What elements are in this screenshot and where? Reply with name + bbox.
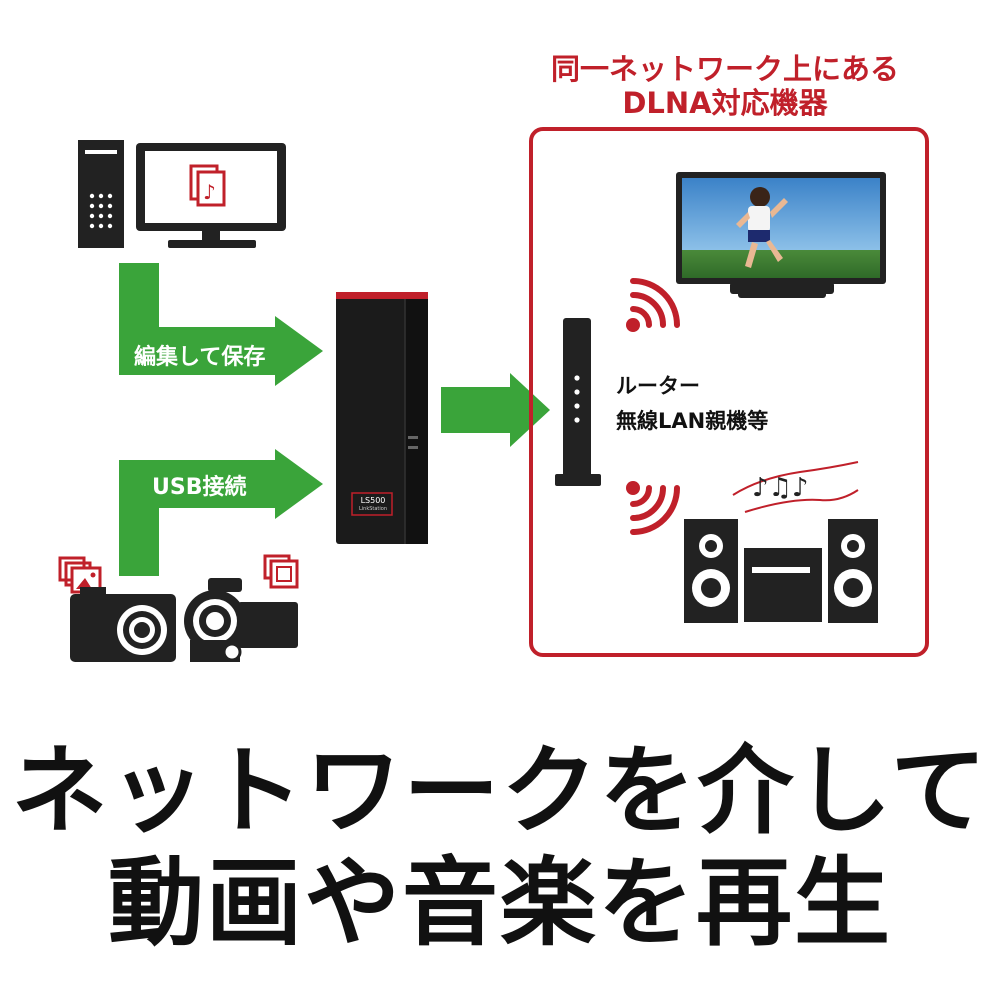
- music-file-icon: ♪: [189, 164, 226, 207]
- arrow-nas-router: [441, 373, 550, 447]
- video-files-icon: [263, 554, 299, 589]
- wifi-signal-icon: [626, 278, 680, 332]
- arrow-usb: [119, 449, 323, 576]
- stereo-system-icon: [684, 519, 878, 623]
- svg-text:♪♫♪: ♪♫♪: [752, 473, 809, 503]
- photo-files-icon: [58, 556, 102, 594]
- router-icon: [555, 318, 601, 486]
- diagram-graphics: ♪: [58, 127, 929, 662]
- dlna-caption-line1: 同一ネットワーク上にある: [550, 52, 899, 86]
- nas-model-label: LS500: [360, 496, 386, 505]
- wifi-signal-icon: [626, 481, 680, 535]
- nas-brand-label: LinkStation: [358, 506, 387, 512]
- music-notes-icon: ♪♫♪: [732, 461, 859, 513]
- headline-line1: ネットワークを介して: [11, 735, 989, 847]
- pc-tower-icon: [78, 140, 124, 248]
- dlna-caption-line2: DLNA対応機器: [622, 86, 828, 120]
- arrow-label-edit-save: 編集して保存: [134, 345, 266, 370]
- nas-device: [336, 292, 428, 544]
- dlna-devices-box: [529, 127, 929, 657]
- router-label-line2: 無線LAN親機等: [616, 409, 769, 433]
- svg-text:♪: ♪: [203, 180, 216, 204]
- arrow-label-usb: USB接続: [152, 475, 247, 500]
- digital-camera-icon: [70, 587, 176, 662]
- headline-line2: 動画や音楽を再生: [108, 847, 892, 959]
- arrow-edit-save: [119, 263, 323, 386]
- router-label-line1: ルーター: [616, 374, 700, 398]
- video-camera-icon: [184, 578, 298, 662]
- tv-icon: [676, 172, 886, 298]
